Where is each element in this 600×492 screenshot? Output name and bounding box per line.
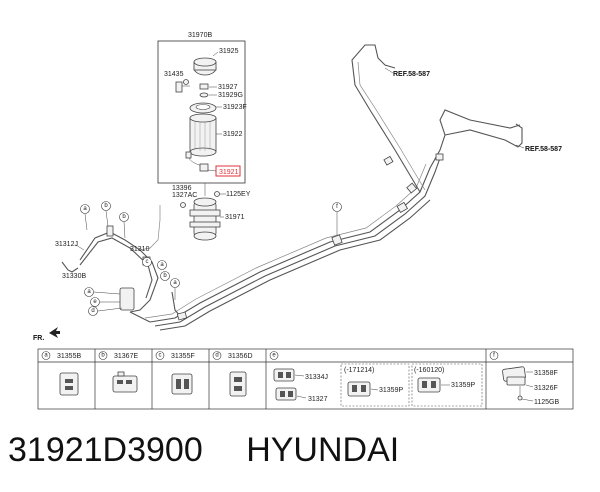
label-31358F: 31358F: [534, 370, 558, 377]
label-31326F: 31326F: [534, 385, 558, 392]
bolt-part-2: [214, 191, 220, 197]
svg-text:b: b: [163, 273, 167, 279]
label-31334J: 31334J: [305, 374, 328, 381]
label-31922: 31922: [223, 131, 243, 138]
label-13396: 13396: [172, 185, 192, 192]
label-31359P-2: 31359P: [451, 382, 475, 389]
variant-box-2: [411, 363, 483, 407]
filter-inset-box: [157, 40, 246, 184]
clip-31359P-part-1: [347, 381, 371, 397]
label-31310: 31310: [130, 246, 150, 253]
filter-ring-part: [189, 102, 217, 114]
svg-text:a: a: [173, 280, 177, 286]
clip-31355F-part: [171, 373, 193, 395]
ref-label-1: REF.58-587: [393, 71, 430, 78]
svg-text:31355F: 31355F: [171, 353, 195, 360]
callout-e-1: e: [90, 297, 120, 307]
svg-text:b: b: [101, 353, 105, 359]
svg-text:a: a: [83, 206, 87, 212]
legend-header-d: d 31356D: [212, 351, 253, 360]
label-range-1: (-171214): [344, 367, 374, 374]
label-1125GB: 1125GB: [534, 399, 559, 406]
parts-diagram: 31970B 31925 31435 31927 31929G 31923F 3…: [33, 32, 574, 410]
oring-part: [199, 92, 209, 98]
callout-a-3: a: [170, 278, 180, 300]
legend-header-b: b 31367E: [98, 351, 138, 360]
fuel-lines: [61, 44, 523, 331]
ref-label-2: REF.58-587: [525, 146, 562, 153]
callout-a-1: a: [80, 204, 90, 231]
bolt-part: [180, 202, 186, 208]
legend-header-c: c 31355F: [155, 351, 195, 360]
label-31971: 31971: [225, 214, 245, 221]
clip-31334J-part: [273, 368, 295, 382]
clip-31327-part: [275, 387, 297, 401]
fr-label: FR.: [33, 335, 44, 342]
label-1327AC: 1327AC: [172, 192, 197, 199]
callout-a-2: a: [157, 260, 167, 270]
svg-text:c: c: [159, 353, 162, 359]
svg-text:d: d: [215, 353, 218, 359]
svg-text:c: c: [146, 259, 149, 265]
legend-header-a: a 31355B: [41, 351, 81, 360]
front-arrow-icon: [49, 327, 60, 338]
legend-header-e: e: [269, 351, 279, 360]
water-sensor-part: [185, 151, 209, 172]
svg-text:e: e: [93, 299, 97, 305]
label-1125EY: 1125EY: [226, 191, 251, 198]
svg-text:f: f: [493, 353, 495, 359]
clip-31359P-part-2: [417, 377, 441, 393]
svg-text:31356D: 31356D: [228, 353, 253, 360]
filter-housing-part: [189, 197, 221, 241]
line-clips: [106, 153, 444, 321]
plug-part: [199, 83, 209, 90]
svg-text:b: b: [122, 214, 126, 220]
svg-text:f: f: [336, 204, 338, 210]
clip-31355B-part: [59, 372, 79, 396]
label-31970B: 31970B: [188, 32, 212, 39]
svg-text:b: b: [104, 203, 108, 209]
caption: 31921D3900 HYUNDAI: [8, 428, 399, 472]
bracket-31358F-part: [502, 366, 526, 401]
callout-c-1: c: [142, 257, 152, 267]
label-31359P-1: 31359P: [379, 387, 403, 394]
label-range-2: (-160120): [414, 367, 444, 374]
part-number: 31921D3900: [8, 431, 203, 469]
label-31312J: 31312J: [55, 241, 78, 248]
label-31923F: 31923F: [223, 104, 247, 111]
label-31330B: 31330B: [62, 273, 86, 280]
callout-b-3: b: [160, 271, 170, 281]
clip-31356D-part: [229, 371, 247, 397]
legend-header-f: f: [489, 351, 499, 360]
callout-a-4: a: [84, 287, 121, 297]
svg-text:d: d: [91, 308, 94, 314]
svg-text:a: a: [44, 353, 48, 359]
filter-cap-part: [193, 57, 217, 76]
label-31925: 31925: [219, 48, 239, 55]
callout-f-1: f: [332, 202, 342, 235]
brand-name: HYUNDAI: [246, 431, 400, 469]
svg-text:a: a: [87, 289, 91, 295]
label-31921: 31921: [219, 169, 239, 176]
clip-31367E-part: [112, 371, 138, 393]
legend-table: [37, 348, 574, 410]
sensor-part: [175, 79, 190, 93]
label-31327: 31327: [308, 396, 328, 403]
svg-text:a: a: [160, 262, 164, 268]
svg-text:e: e: [272, 353, 276, 359]
svg-text:31355B: 31355B: [57, 353, 81, 360]
label-31927: 31927: [218, 84, 238, 91]
callout-b-2: b: [119, 212, 129, 239]
callout-d-1: d: [88, 306, 123, 316]
callout-b-1: b: [101, 201, 111, 227]
svg-text:31367E: 31367E: [114, 353, 138, 360]
label-31435: 31435: [164, 71, 184, 78]
variant-box-1: [340, 363, 410, 407]
filter-element-part: [189, 113, 217, 157]
label-31929G: 31929G: [218, 92, 243, 99]
